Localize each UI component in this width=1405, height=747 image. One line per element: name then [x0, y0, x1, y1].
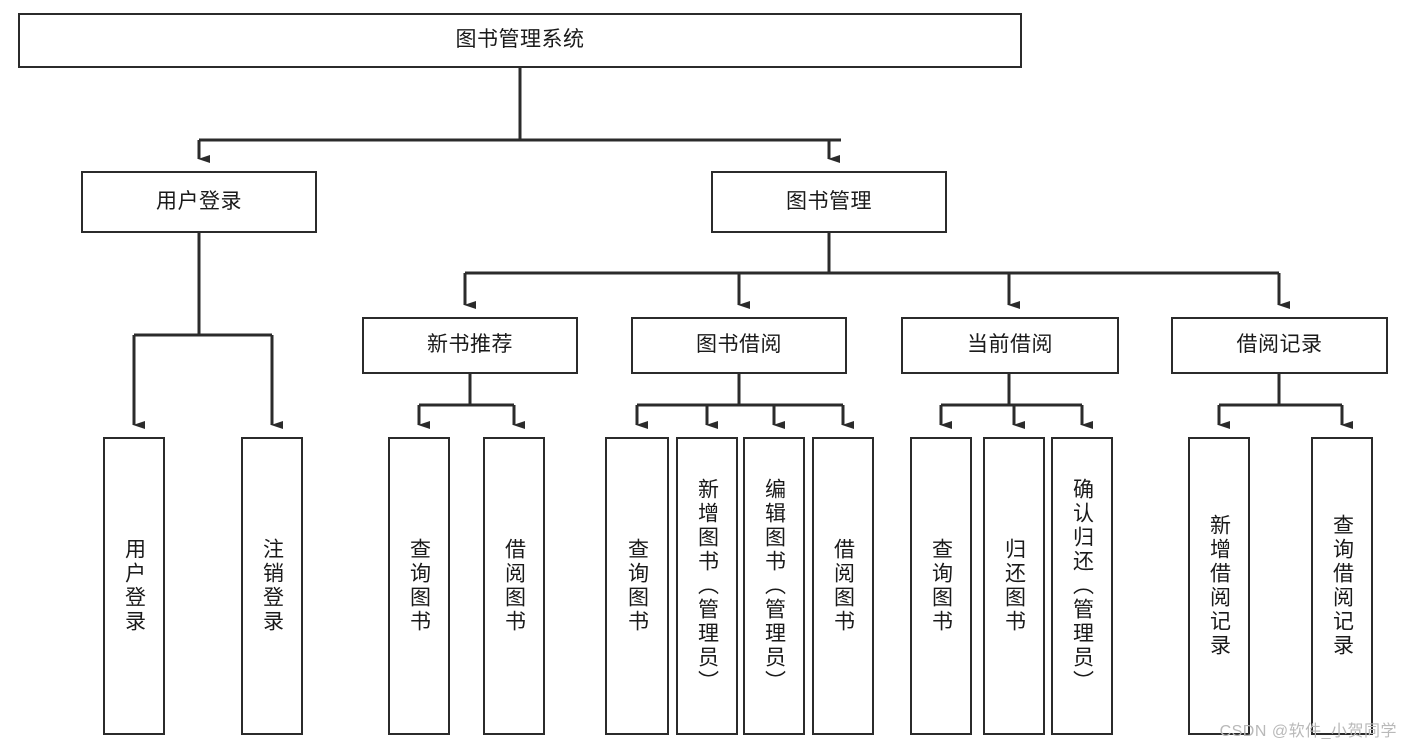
node-book-manage-label: 图书管理	[786, 189, 872, 213]
node-leaf-query-book-3[interactable]: 查询图书	[910, 437, 972, 735]
watermark-text: CSDN @软件_小贺同学	[1219, 723, 1397, 740]
node-user-login[interactable]: 用户登录	[81, 171, 317, 233]
node-root[interactable]: 图书管理系统	[18, 13, 1022, 68]
node-leaf-add-book[interactable]: 新增图书（管理员）	[676, 437, 738, 735]
node-leaf-borrow-book-2-label: 借阅图书	[831, 538, 855, 634]
node-leaf-query-book-2[interactable]: 查询图书	[605, 437, 669, 735]
node-leaf-edit-book-label: 编辑图书（管理员）	[762, 478, 786, 694]
node-leaf-add-record-label: 新增借阅记录	[1207, 514, 1231, 658]
node-leaf-query-book-3-label: 查询图书	[929, 538, 953, 634]
node-leaf-logout-label: 注销登录	[260, 538, 284, 634]
node-book-borrow-label: 图书借阅	[696, 333, 782, 357]
node-leaf-query-book-1-label: 查询图书	[407, 538, 431, 634]
node-leaf-edit-book[interactable]: 编辑图书（管理员）	[743, 437, 805, 735]
node-root-label: 图书管理系统	[455, 28, 585, 52]
node-new-book-rec-label: 新书推荐	[427, 333, 513, 357]
node-leaf-add-book-label: 新增图书（管理员）	[695, 478, 719, 694]
node-leaf-query-book-2-label: 查询图书	[625, 538, 649, 634]
node-leaf-add-record[interactable]: 新增借阅记录	[1188, 437, 1250, 735]
node-leaf-borrow-book-1-label: 借阅图书	[502, 538, 526, 634]
node-leaf-user-login-label: 用户登录	[122, 538, 146, 634]
node-leaf-borrow-book-2[interactable]: 借阅图书	[812, 437, 874, 735]
node-leaf-borrow-book-1[interactable]: 借阅图书	[483, 437, 545, 735]
node-borrow-record-label: 借阅记录	[1236, 333, 1323, 357]
node-book-borrow[interactable]: 图书借阅	[631, 317, 847, 374]
node-leaf-user-login[interactable]: 用户登录	[103, 437, 165, 735]
node-leaf-logout[interactable]: 注销登录	[241, 437, 303, 735]
node-new-book-rec[interactable]: 新书推荐	[362, 317, 578, 374]
node-leaf-confirm-return[interactable]: 确认归还（管理员）	[1051, 437, 1113, 735]
node-leaf-query-record-label: 查询借阅记录	[1330, 514, 1354, 658]
node-leaf-query-record[interactable]: 查询借阅记录	[1311, 437, 1373, 735]
node-book-manage[interactable]: 图书管理	[711, 171, 947, 233]
node-leaf-return-book-label: 归还图书	[1002, 538, 1026, 634]
node-leaf-return-book[interactable]: 归还图书	[983, 437, 1045, 735]
node-leaf-query-book-1[interactable]: 查询图书	[388, 437, 450, 735]
node-current-borrow-label: 当前借阅	[967, 333, 1053, 357]
node-borrow-record[interactable]: 借阅记录	[1171, 317, 1388, 374]
node-user-login-label: 用户登录	[156, 189, 242, 213]
node-current-borrow[interactable]: 当前借阅	[901, 317, 1119, 374]
node-leaf-confirm-return-label: 确认归还（管理员）	[1070, 478, 1094, 694]
